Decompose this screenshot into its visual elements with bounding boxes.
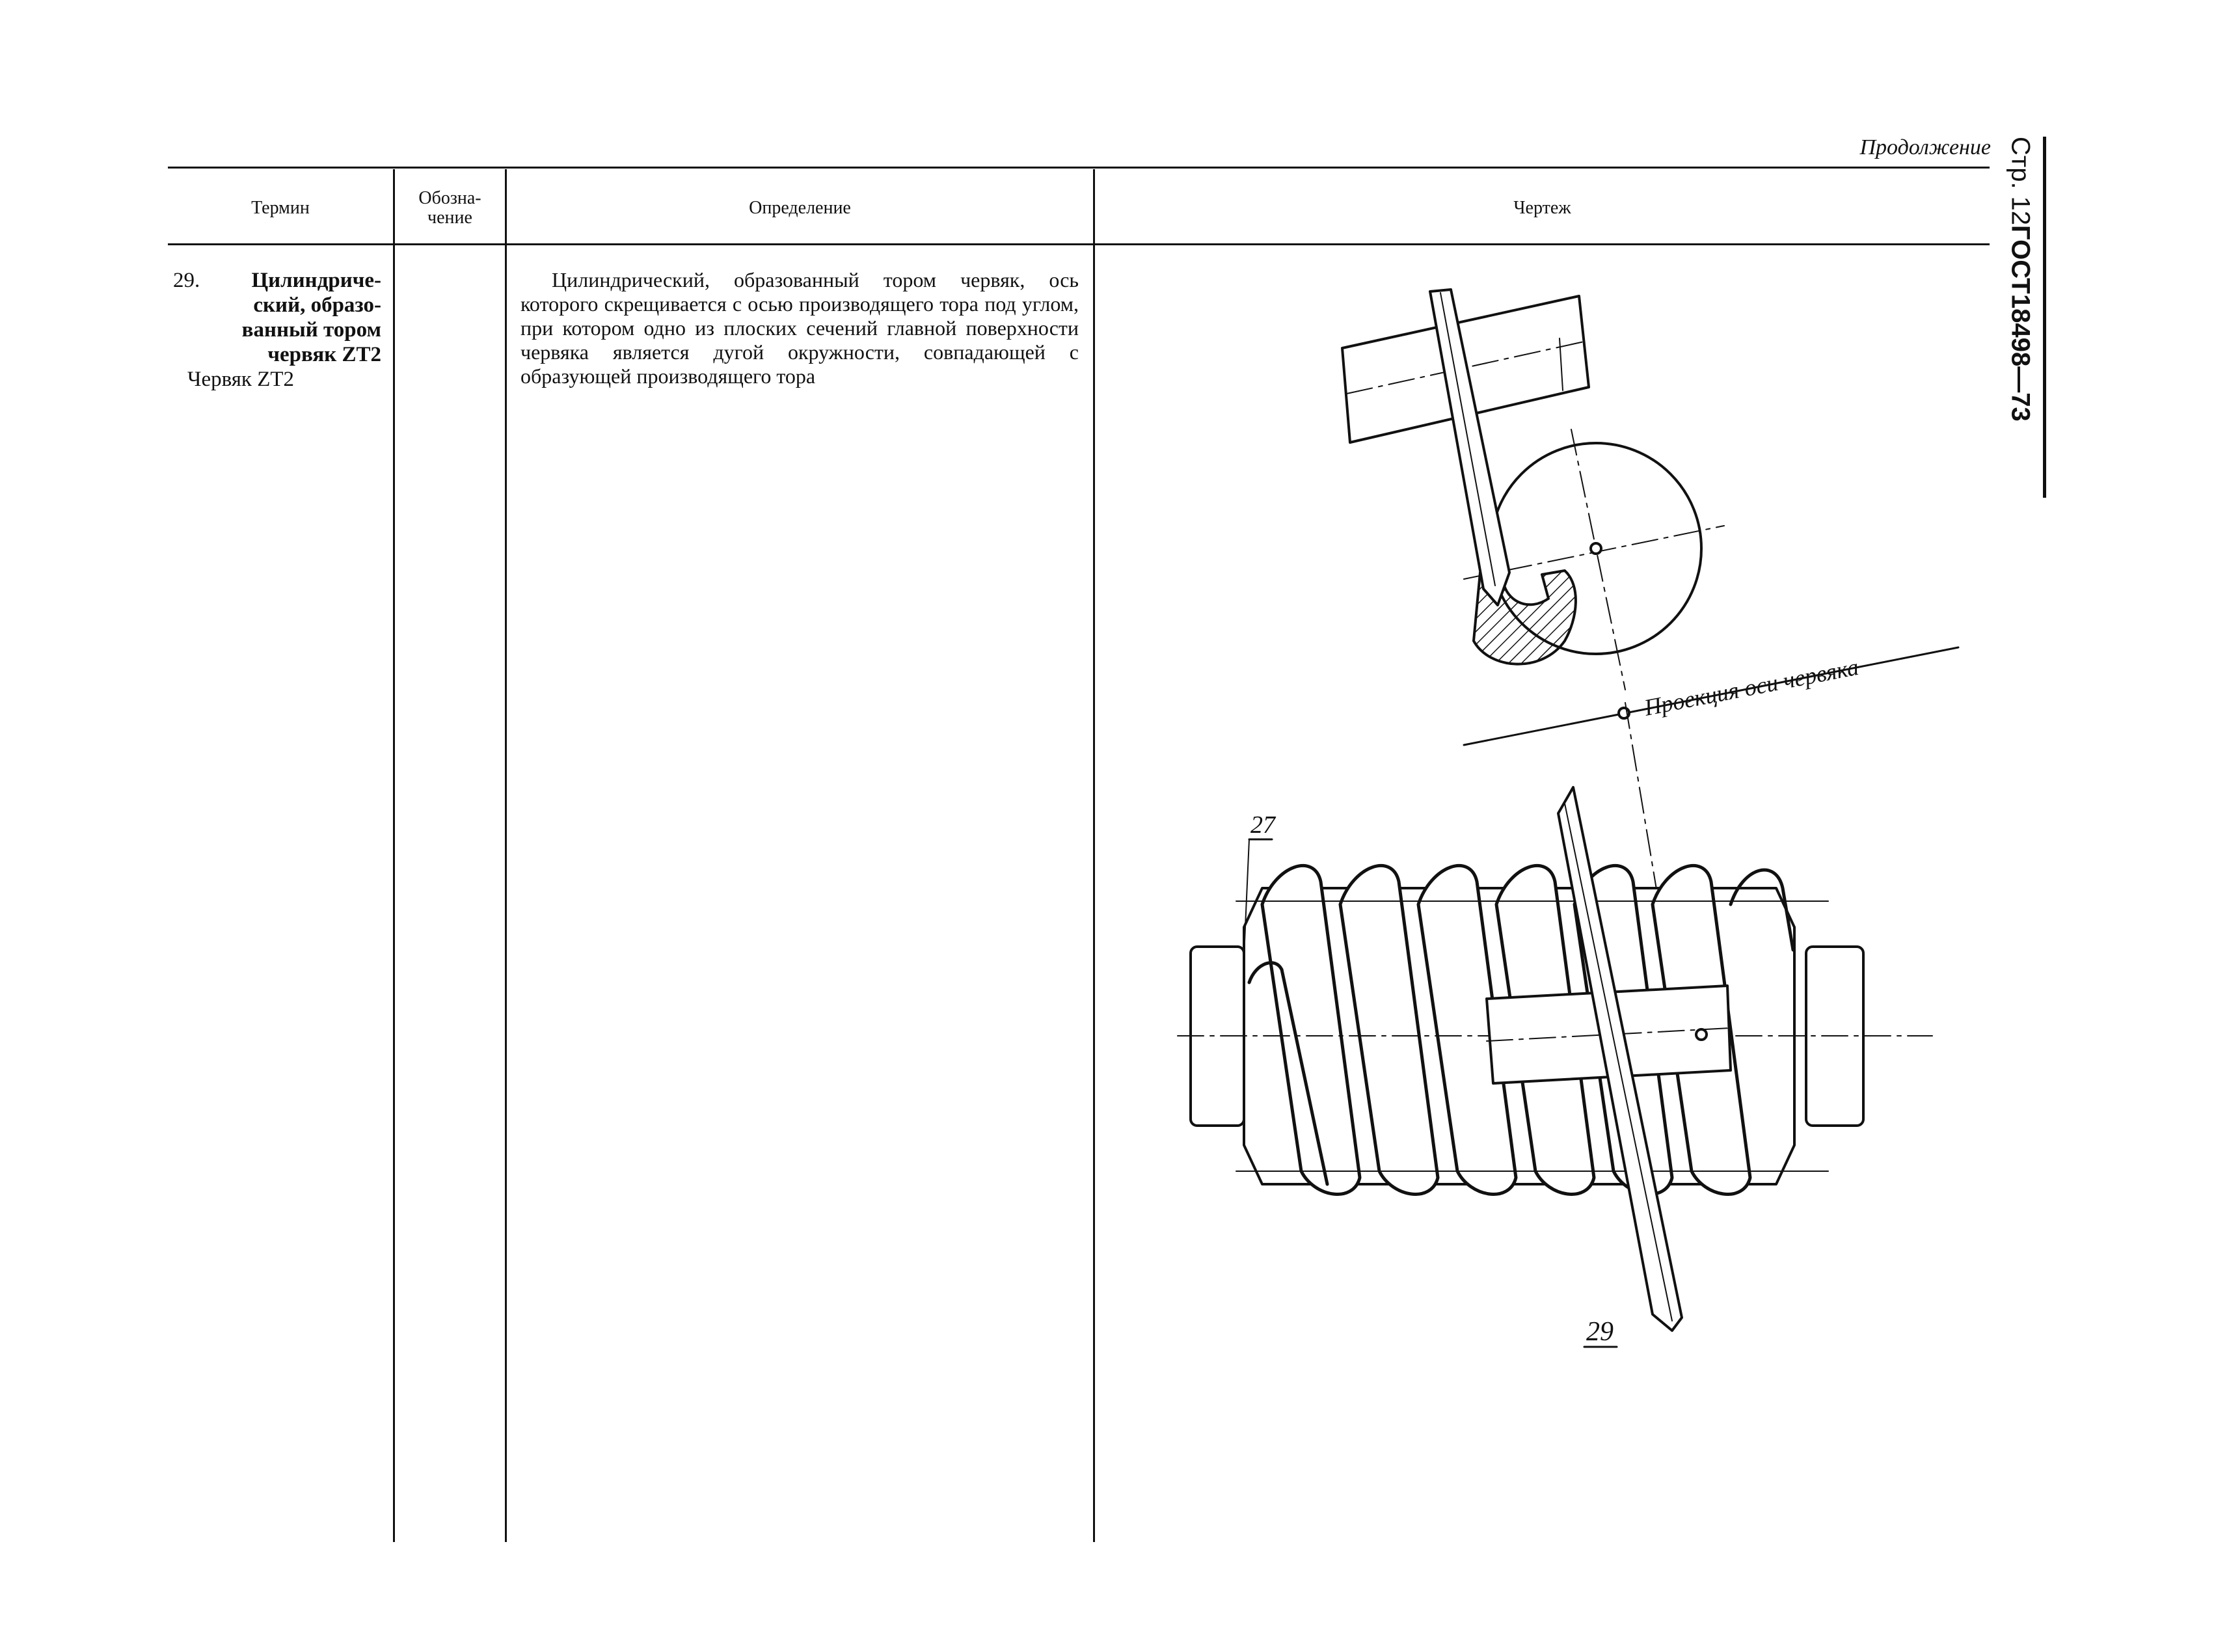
column-divider-2 bbox=[505, 169, 507, 1542]
table-top-rule bbox=[168, 167, 1990, 169]
standard-name: ГОСТ bbox=[2006, 225, 2035, 294]
label-29: 29 bbox=[1586, 1317, 1614, 1347]
definition-text: Цилиндрический, образованный тором червя… bbox=[520, 268, 1079, 388]
header-designation-top: Обозна- bbox=[418, 188, 481, 208]
term-line: Цилиндриче- bbox=[251, 269, 381, 292]
header-term: Термин bbox=[251, 198, 310, 218]
header-designation-bottom: чение bbox=[427, 208, 472, 228]
header-definition: Определение bbox=[749, 198, 851, 218]
term-short-name: Червяк ZT2 bbox=[187, 368, 295, 391]
label-27: 27 bbox=[1250, 811, 1277, 839]
header-drawing: Чертеж bbox=[1513, 198, 1571, 218]
page-side-label: Стр. 12 ГОСТ 18498—73 bbox=[1988, 137, 2053, 501]
table-header-rule bbox=[168, 243, 1990, 245]
column-divider-1 bbox=[393, 169, 395, 1542]
axis-projection-label: Проекция оси червяка bbox=[1641, 654, 1861, 721]
term-line: ванный тором bbox=[241, 318, 381, 342]
term-name: Цилиндриче- ский, образо- ванный тором ч… bbox=[211, 268, 381, 367]
side-label-rule bbox=[2043, 137, 2046, 498]
standard-number: 18498—73 bbox=[2006, 293, 2035, 422]
page-number: Стр. 12 bbox=[2006, 137, 2035, 226]
header-designation: Обозна- чение bbox=[395, 174, 505, 242]
term-line: червяк ZT2 bbox=[267, 343, 381, 366]
term-number: 29. bbox=[173, 269, 200, 292]
term-line: ский, образо- bbox=[253, 293, 381, 317]
continued-label: Продолжение bbox=[1859, 135, 1991, 159]
column-divider-3 bbox=[1093, 169, 1095, 1542]
worm-drawing: Проекция оси червяка 27 29 bbox=[1177, 288, 1960, 1348]
